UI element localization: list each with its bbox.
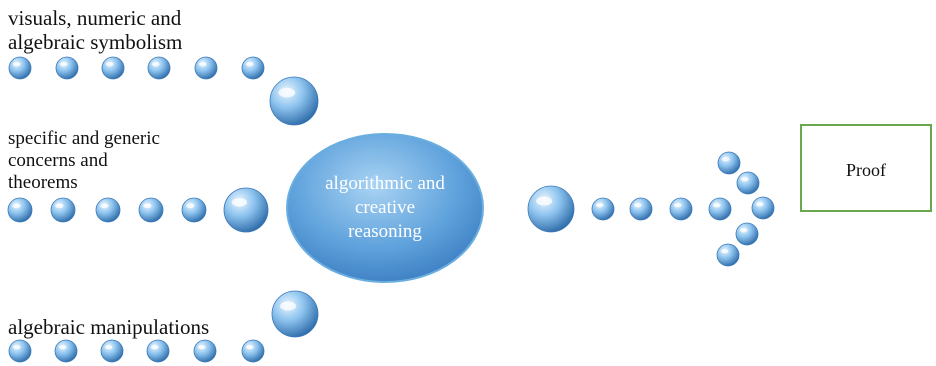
central-oval xyxy=(286,133,484,283)
label-algebraic-manipulations: algebraic manipulations xyxy=(8,315,210,339)
bubble-top-6 xyxy=(241,56,265,80)
bubble-top-5 xyxy=(194,56,218,80)
bubble-top-1 xyxy=(8,56,32,80)
bubble-top-3 xyxy=(101,56,125,80)
bubble-bot-6 xyxy=(241,339,265,363)
bubble-mid-3 xyxy=(95,197,121,223)
bubble-large-mid xyxy=(223,187,269,233)
bubble-right-2 xyxy=(629,197,653,221)
label-visuals-symbolism: visuals, numeric and algebraic symbolism xyxy=(8,6,183,54)
bubble-mid-5 xyxy=(181,197,207,223)
proof-box: Proof xyxy=(800,124,932,212)
label-specific-generic-concerns: specific and generic concerns and theore… xyxy=(8,128,160,193)
bubble-arrow-1 xyxy=(717,151,741,175)
bubble-bot-1 xyxy=(8,339,32,363)
bubble-bot-5 xyxy=(193,339,217,363)
bubble-right-3 xyxy=(669,197,693,221)
bubble-mid-4 xyxy=(138,197,164,223)
bubble-bot-4 xyxy=(146,339,170,363)
bubble-top-4 xyxy=(147,56,171,80)
bubble-top-2 xyxy=(55,56,79,80)
bubble-bot-3 xyxy=(100,339,124,363)
bubble-right-4 xyxy=(708,197,732,221)
bubble-large-top xyxy=(269,76,319,126)
bubble-arrow-5 xyxy=(716,243,740,267)
bubble-large-right xyxy=(527,185,575,233)
bubble-mid-2 xyxy=(50,197,76,223)
bubble-arrow-3 xyxy=(751,196,775,220)
bubble-large-bot xyxy=(271,290,319,338)
bubble-bot-2 xyxy=(54,339,78,363)
center-reasoning-text: algorithmic and creative reasoning xyxy=(325,173,445,242)
bubble-arrow-4 xyxy=(735,222,759,246)
bubble-arrow-2 xyxy=(736,171,760,195)
proof-label: Proof xyxy=(846,160,886,180)
bubble-right-1 xyxy=(591,197,615,221)
bubble-mid-1 xyxy=(7,197,33,223)
